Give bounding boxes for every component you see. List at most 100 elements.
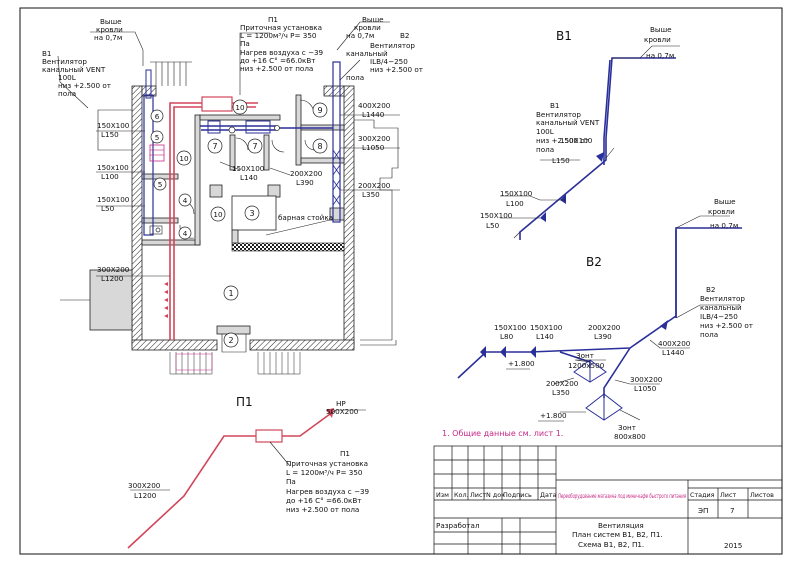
b2-dim: 200Х200 bbox=[546, 379, 579, 388]
b2-fan-1: Вентилятор bbox=[700, 294, 745, 303]
plan-dim: 150х100 bbox=[97, 163, 129, 172]
p1-unit-4: Нагрев воздуха с −39 bbox=[286, 487, 370, 496]
tb-col-kol: Кол. bbox=[454, 491, 469, 499]
b1-dim: L150 bbox=[552, 156, 570, 165]
wall-east bbox=[343, 85, 355, 349]
tb-col-list: Лист bbox=[470, 491, 486, 499]
b1-fan-2: канальный VENT bbox=[536, 118, 600, 127]
b2-fan-4: низ +2.500 от bbox=[700, 321, 753, 330]
b2-fan-3: ILB/4−250 bbox=[700, 312, 738, 321]
room-1: 1 bbox=[228, 289, 233, 298]
b2-dim: L1050 bbox=[634, 384, 657, 393]
tb-col-izm: Изм bbox=[436, 491, 449, 499]
scheme-p1: П1 НР 500Х200 300Х200 L1200 П1 Приточная… bbox=[127, 395, 370, 549]
scheme-b1-title: В1 bbox=[556, 29, 572, 43]
plan-dim: L1440 bbox=[362, 110, 385, 119]
plan-dim: L350 bbox=[362, 190, 380, 199]
plan-dim: L150 bbox=[101, 130, 119, 139]
plan-p1-line6: низ +2.500 от пола bbox=[240, 64, 313, 73]
plan-b2-line1: Вентилятор bbox=[370, 41, 415, 50]
b1-roof-2: кровли bbox=[644, 35, 671, 44]
tb-listov-head: Листов bbox=[750, 491, 774, 499]
plan-b2-title: В2 bbox=[400, 31, 410, 40]
room-8: 8 bbox=[317, 142, 322, 151]
room-9: 9 bbox=[317, 106, 322, 115]
plan-roof-right-1: Выше bbox=[362, 15, 384, 24]
tb-stage-head: Стадия bbox=[690, 491, 715, 499]
floor-plan: 1 2 3 4 4 5 5 6 7 7 8 9 10 10 10 барная … bbox=[42, 15, 423, 375]
room-2: 2 bbox=[228, 336, 233, 345]
plan-p1-line5: до +16 С° =66.0кВт bbox=[240, 56, 316, 65]
b1-dim: L100 bbox=[506, 199, 524, 208]
room-5: 5 bbox=[155, 133, 160, 142]
tb-stage: ЭП bbox=[698, 506, 708, 515]
tb-developer: Разработал bbox=[436, 521, 480, 530]
wall-south-right bbox=[249, 339, 355, 351]
b2-dim: L80 bbox=[500, 332, 514, 341]
p1-unit-2: L = 1200м³/ч Р= 350 bbox=[286, 468, 363, 477]
b2-fan-5: пола bbox=[700, 330, 718, 339]
scheme-b2-title: В2 bbox=[586, 255, 602, 269]
b2-hood-1a: Зонт bbox=[576, 351, 594, 360]
b2-dim: 200Х200 bbox=[588, 323, 621, 332]
p1-hp: НР bbox=[336, 399, 346, 408]
plan-dim: L1050 bbox=[362, 143, 385, 152]
b1-roof-1: Выше bbox=[650, 25, 672, 34]
room-4: 4 bbox=[183, 229, 188, 238]
plan-dim: 150Х100 bbox=[97, 121, 130, 130]
wall-west bbox=[131, 85, 143, 347]
plan-dim: 150Х100 bbox=[97, 195, 130, 204]
scheme-b1: В1 Выше кровли на 0,7м В1 Вентилятор кан… bbox=[480, 25, 680, 240]
tb-col-data: Дата bbox=[540, 491, 557, 499]
plan-dim: 300Х200 bbox=[358, 134, 391, 143]
b1-roof-3: на 0,7м bbox=[646, 51, 674, 60]
p1-unit-1: Приточная установка bbox=[286, 459, 368, 468]
plan-b1-line4: низ +2.500 от bbox=[58, 81, 111, 90]
plan-dim: 400Х200 bbox=[358, 101, 391, 110]
plan-p1-line4: Нагрев воздуха с −39 bbox=[240, 48, 324, 57]
room-10: 10 bbox=[213, 210, 223, 219]
plan-b2-line5: пола bbox=[346, 73, 364, 82]
plan-roof-right-2: кровли bbox=[354, 23, 381, 32]
plan-p1-line1: Приточная установка bbox=[240, 23, 322, 32]
bar-counter-label: барная стойка bbox=[278, 213, 333, 222]
tb-list: 7 bbox=[730, 506, 735, 515]
b1-fan-title: В1 bbox=[550, 101, 560, 110]
b2-fan-2: канальный bbox=[700, 303, 742, 312]
plan-dim: L390 bbox=[296, 178, 314, 187]
room-5: 5 bbox=[158, 180, 163, 189]
b2-dim: 400Х200 bbox=[658, 339, 691, 348]
plan-b1-line5: пола bbox=[58, 89, 76, 98]
p1-unit-3: Па bbox=[286, 477, 296, 486]
b2-fan-title: В2 bbox=[706, 285, 716, 294]
b1-fan-3: 100L bbox=[536, 127, 554, 136]
b2-roof-1: Выше bbox=[714, 197, 736, 206]
plan-b1-line3: 100L bbox=[58, 73, 76, 82]
room-3: 3 bbox=[249, 209, 254, 218]
general-note: 1. Общие данные см. лист 1. bbox=[442, 429, 563, 438]
tb-col-podp: Подпись bbox=[503, 491, 532, 499]
b2-roof-2: кровли bbox=[708, 207, 735, 216]
room-4: 4 bbox=[183, 196, 188, 205]
p1-unit-5: до +16 С° =66.0кВт bbox=[286, 496, 362, 505]
b2-roof-3: на 0,7м bbox=[710, 221, 738, 230]
room-10: 10 bbox=[179, 154, 189, 163]
b1-dim: 150Х100 bbox=[480, 211, 513, 220]
b1-dim: 150Х100 bbox=[500, 189, 533, 198]
b2-dim: L140 bbox=[536, 332, 554, 341]
plan-dim: L50 bbox=[101, 204, 115, 213]
plan-b2-line4: низ +2.500 от bbox=[370, 65, 423, 74]
plan-p1-line2: L = 1200м³/ч Р= 350 bbox=[240, 31, 317, 40]
plan-b2-line2: канальный bbox=[346, 49, 388, 58]
b2-dim: 150Х100 bbox=[530, 323, 563, 332]
sheet-frame bbox=[19, 7, 783, 555]
plan-roof-right-3: на 0,7м bbox=[346, 31, 374, 40]
plan-dim: L1200 bbox=[101, 274, 124, 283]
b1-dim: 150Х100 bbox=[560, 136, 593, 145]
title-block bbox=[433, 445, 783, 555]
b2-dim: L1440 bbox=[662, 348, 685, 357]
tb-year: 2015 bbox=[724, 541, 742, 550]
plan-p1-line3: Па bbox=[240, 39, 250, 48]
b2-hood-1b: 1200х500 bbox=[568, 361, 605, 370]
tb-title-1: Вентиляция bbox=[598, 521, 644, 530]
